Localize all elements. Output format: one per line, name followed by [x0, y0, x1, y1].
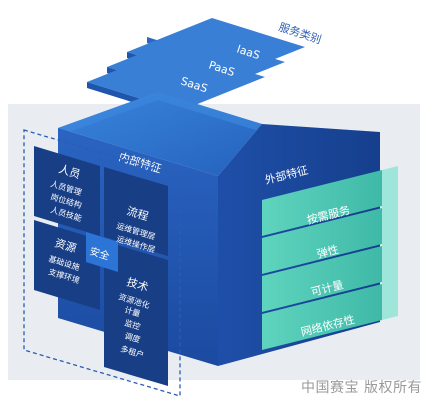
service-types-stack: 服务类别 IaaS PaaS SaaS ......: [87, 3, 325, 117]
technology-line-4: 调度: [123, 330, 141, 344]
cube-top-face-strip: [58, 92, 262, 136]
resources-quadrant: [34, 220, 100, 310]
technology-quadrant: [104, 241, 168, 386]
external-strip-1: [262, 170, 382, 236]
watermark-text: 中国赛宝 版权所有: [301, 380, 422, 396]
internal-panel-dashed-outline: [23, 129, 181, 397]
external-strip-2: [262, 208, 382, 274]
resources-title: 资源: [53, 235, 78, 255]
technology-title: 技术: [125, 275, 150, 294]
people-title: 人员: [57, 162, 82, 181]
external-strip-3: [262, 246, 382, 312]
people-quadrant: [34, 146, 100, 236]
security-block: [86, 232, 118, 272]
process-title: 流程: [125, 203, 150, 223]
technology-line-3: 监控: [123, 317, 141, 331]
technology-line-2: 计量: [123, 304, 141, 318]
process-quadrant: [104, 167, 168, 256]
external-item-elasticity: 弹性: [315, 242, 340, 261]
internal-features-panel: 人员 人员管理 岗位结构 人员技能 流程 运维管理层 运维操作层 资源 基础设施…: [34, 146, 168, 386]
external-strip-4: [262, 284, 382, 350]
external-panel-side: [382, 166, 398, 320]
service-layer-1: [87, 48, 265, 111]
